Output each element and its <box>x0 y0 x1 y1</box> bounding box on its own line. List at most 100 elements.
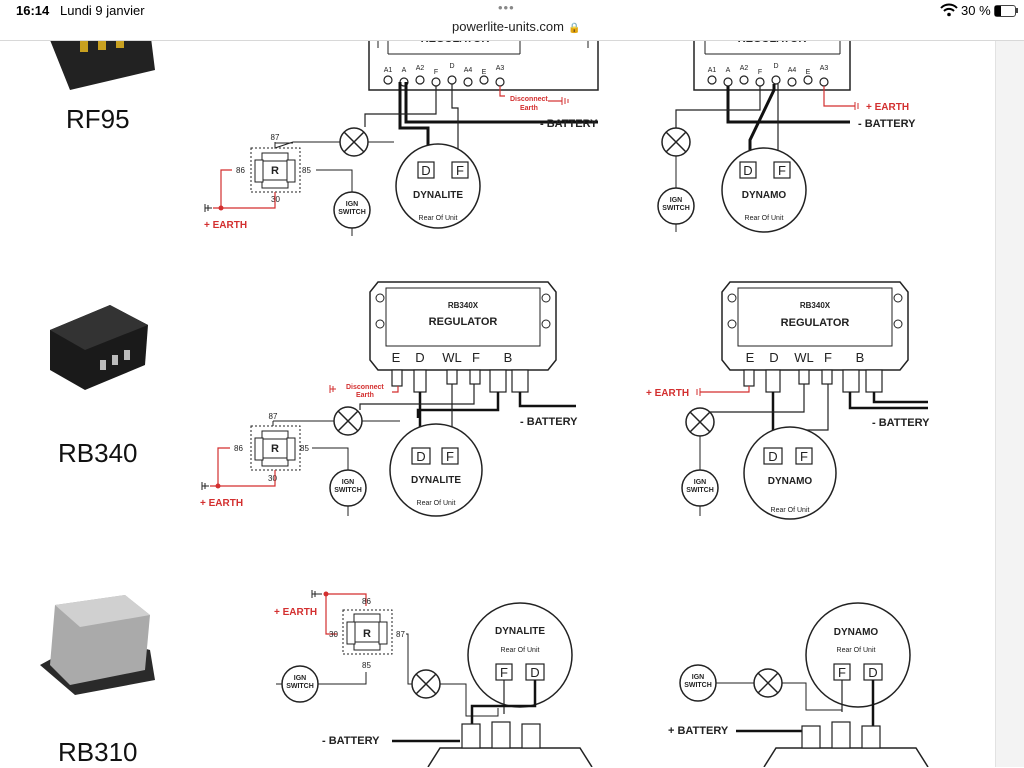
ign-label: IGN <box>694 479 706 486</box>
row-label-rb310: RB310 <box>58 737 138 767</box>
warning-lamp <box>661 127 691 157</box>
terminal-d: D <box>421 163 430 178</box>
terminal-label: WL <box>794 350 814 365</box>
warning-lamp <box>753 668 783 698</box>
relay-r: R <box>363 628 371 640</box>
minus-battery-label: - BATTERY <box>520 416 578 428</box>
rear-of-unit-label: Rear Of Unit <box>771 507 810 514</box>
terminal-label: F <box>758 69 762 76</box>
plus-earth-label: + EARTH <box>204 220 247 231</box>
terminal-label: F <box>434 69 438 76</box>
dynalite-unit <box>389 423 483 517</box>
pin-87: 87 <box>396 630 405 639</box>
ign-label: IGN <box>294 675 306 682</box>
pin-86: 86 <box>236 166 245 175</box>
rear-of-unit-label: Rear Of Unit <box>419 215 458 222</box>
plus-earth-label: + EARTH <box>646 388 689 399</box>
terminal-label: D <box>415 350 424 365</box>
wiring-diagrams: REGULATOR A1 A A2 F D A4 E A3 Disconnect… <box>200 40 930 767</box>
warning-lamp <box>333 406 363 436</box>
disconnect-earth-label: Disconnect <box>510 96 548 103</box>
terminal-label: B <box>504 350 513 365</box>
regulator-title: REGULATOR <box>738 40 807 45</box>
terminal-label: A <box>402 67 407 74</box>
clock: 16:14 <box>16 3 50 18</box>
pin-86: 86 <box>362 597 371 606</box>
switch-label: SWITCH <box>338 209 366 216</box>
plus-earth-label: + EARTH <box>866 102 909 113</box>
relay-r: R <box>271 443 279 455</box>
warning-lamp <box>411 669 441 699</box>
page-content: RF95 RB340 RB310 REGULATOR A1 A A2 F D A… <box>0 30 995 767</box>
terminal-f: F <box>800 449 808 464</box>
terminal-d: D <box>416 449 425 464</box>
minus-battery-label: - BATTERY <box>872 417 930 429</box>
dynamo-label: DYNAMO <box>768 476 813 487</box>
lock-icon: 🔒 <box>568 23 581 34</box>
minus-battery-label: - BATTERY <box>322 735 380 747</box>
terminal-label: A4 <box>788 67 797 74</box>
switch-label: SWITCH <box>334 487 362 494</box>
switch-label: SWITCH <box>684 682 712 689</box>
terminal-label: D <box>449 63 454 70</box>
battery-icon <box>994 5 1016 17</box>
minus-battery-label: - BATTERY <box>540 118 598 130</box>
rear-of-unit-label: Rear Of Unit <box>417 500 456 507</box>
battery-fill <box>995 6 1001 16</box>
terminal-f: F <box>778 163 786 178</box>
dynalite-label: DYNALITE <box>413 190 463 201</box>
terminal-label: E <box>746 350 755 365</box>
plus-battery-label: + BATTERY <box>668 725 729 737</box>
rf95-dynamo-diagram: REGULATOR A1 A A2 F D A4 E A3 + EARTH - … <box>657 40 916 233</box>
terminal-label: A3 <box>820 65 829 72</box>
terminal-label: D <box>769 350 778 365</box>
pin-30: 30 <box>271 195 280 204</box>
terminal-label: E <box>392 350 401 365</box>
terminal-label: WL <box>442 350 462 365</box>
terminal-d: D <box>743 163 752 178</box>
terminal-label: B <box>856 350 865 365</box>
switch-label: SWITCH <box>662 205 690 212</box>
terminal-f: F <box>456 163 464 178</box>
warning-lamp <box>685 407 715 437</box>
dynamo-unit <box>743 426 837 520</box>
dynalite-label: DYNALITE <box>495 626 545 637</box>
terminal-label: E <box>482 69 487 76</box>
relay-r: R <box>271 165 279 177</box>
url-text: powerlite-units.com <box>452 19 564 34</box>
terminal-f: F <box>838 665 846 680</box>
rb340x-code: RB340X <box>800 301 831 310</box>
pin-87: 87 <box>269 412 278 421</box>
ign-label: IGN <box>346 201 358 208</box>
plus-earth-label: + EARTH <box>274 607 317 618</box>
rear-of-unit-label: Rear Of Unit <box>837 647 876 654</box>
terminal-d: D <box>768 449 777 464</box>
ign-label: IGN <box>342 479 354 486</box>
switch-label: SWITCH <box>686 487 714 494</box>
address-bar[interactable]: powerlite-units.com 🔒 <box>452 19 580 34</box>
more-dots-icon[interactable]: ••• <box>498 0 515 15</box>
pin-30: 30 <box>268 474 277 483</box>
terminal-label: A2 <box>740 65 749 72</box>
terminal-label: E <box>806 69 811 76</box>
regulator-title: REGULATOR <box>781 317 850 329</box>
disconnect-earth-label: Earth <box>356 392 374 399</box>
pin-87: 87 <box>271 133 280 142</box>
dynalite-label: DYNALITE <box>411 475 461 486</box>
terminal-f: F <box>446 449 454 464</box>
rb340-photo <box>50 305 148 390</box>
rf95-photo <box>50 30 155 90</box>
battery-tip <box>1016 8 1018 13</box>
rear-of-unit-label: Rear Of Unit <box>745 215 784 222</box>
date: Lundi 9 janvier <box>60 3 145 18</box>
terminal-label: A1 <box>708 67 717 74</box>
rb310-photo <box>40 595 155 695</box>
switch-label: SWITCH <box>286 683 314 690</box>
terminal-label: A4 <box>464 67 473 74</box>
pin-86: 86 <box>234 444 243 453</box>
scrollbar[interactable] <box>995 40 1024 767</box>
dynamo-label: DYNAMO <box>834 627 879 638</box>
terminal-f: F <box>500 665 508 680</box>
disconnect-earth-label: Disconnect <box>346 384 384 391</box>
rb340x-code: RB340X <box>448 301 479 310</box>
